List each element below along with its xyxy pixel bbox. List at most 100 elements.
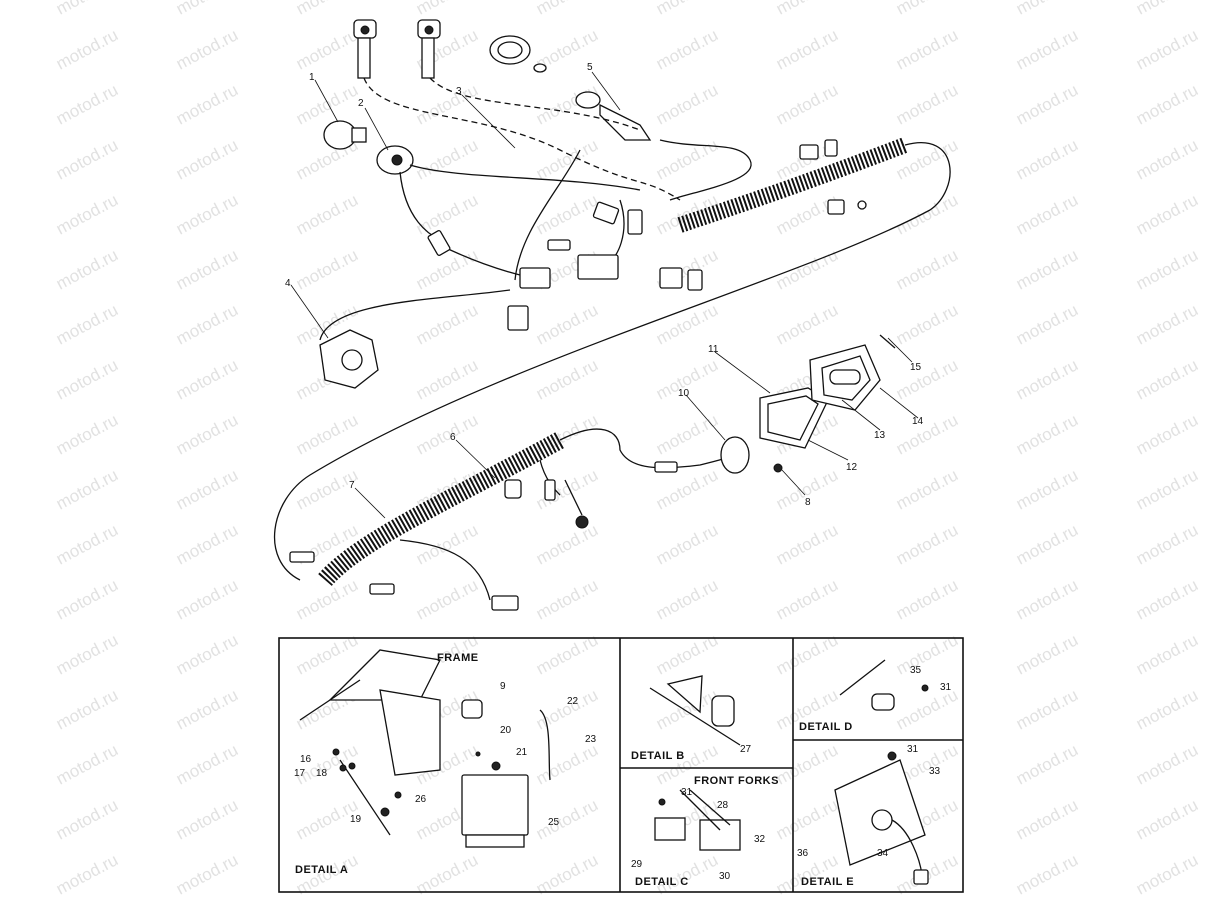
watermark-text: motod.ru (0, 135, 1, 183)
watermark-text: motod.ru (653, 575, 721, 623)
watermark-text: motod.ru (773, 80, 841, 128)
watermark-text: motod.ru (893, 190, 961, 238)
callout-31: 31 (940, 682, 952, 693)
watermark-text: motod.ru (533, 0, 601, 19)
watermark-text: motod.ru (893, 575, 961, 623)
watermark-text: motod.ru (173, 0, 241, 19)
callout-1: 1 (309, 72, 315, 83)
watermark-text: motod.ru (173, 410, 241, 458)
watermark-text: motod.ru (1013, 300, 1081, 348)
watermark-text: motod.ru (653, 0, 721, 19)
detail-c-title: DETAIL C (635, 876, 689, 888)
detail-b: 27 DETAIL B (631, 675, 752, 762)
watermark-text: motod.ru (0, 245, 1, 293)
callouts: 1 2 3 4 5 6 7 8 10 11 12 13 14 15 (285, 62, 924, 519)
watermark-text: motod.ru (53, 575, 121, 623)
watermark-text: motod.ru (173, 630, 241, 678)
watermark-text: motod.ru (1013, 355, 1081, 403)
watermark-text: motod.ru (293, 25, 361, 73)
detail-a-title: DETAIL A (295, 864, 348, 876)
boot-grommet (489, 35, 652, 141)
callout-15: 15 (910, 362, 922, 373)
callout-19: 19 (350, 814, 362, 825)
watermark-text: motod.ru (173, 135, 241, 183)
watermark-text: motod.ru (53, 190, 121, 238)
callout-10: 10 (678, 388, 690, 399)
callout-8: 8 (805, 497, 811, 508)
watermark-text: motod.ru (0, 905, 1, 910)
detail-b-title: DETAIL B (631, 750, 685, 762)
watermark-text: motod.ru (53, 300, 121, 348)
watermark-text: motod.ru (1133, 795, 1201, 843)
watermark-text: motod.ru (173, 245, 241, 293)
watermark-text: motod.ru (653, 520, 721, 568)
watermark-text: motod.ru (173, 465, 241, 513)
watermark-text: motod.ru (1013, 190, 1081, 238)
watermark-text: motod.ru (893, 355, 961, 403)
callout-17: 17 (294, 768, 306, 779)
connector-terminal (507, 305, 529, 331)
watermark-text: motod.ru (413, 410, 481, 458)
watermark-text: motod.ru (533, 300, 601, 348)
watermark-text: motod.ru (53, 0, 121, 19)
watermark-text: motod.ru (653, 135, 721, 183)
watermark-text: motod.ru (1133, 575, 1201, 623)
watermark-text: motod.ru (1013, 630, 1081, 678)
callout-34: 34 (877, 848, 889, 859)
watermark-text: motod.ru (0, 850, 1, 898)
watermark-text: motod.ru (0, 190, 1, 238)
callout-2: 2 (358, 98, 364, 109)
connector-block (577, 254, 619, 280)
watermark-text: motod.ru (893, 410, 961, 458)
watermark-text: motod.ru (1133, 905, 1201, 910)
watermark-text: motod.ru (413, 0, 481, 19)
watermark-text: motod.ru (53, 465, 121, 513)
watermark-text: motod.ru (1013, 0, 1081, 19)
watermark-text: motod.ru (0, 685, 1, 733)
frame-label: FRAME (437, 652, 479, 664)
callout-36: 36 (797, 848, 809, 859)
callout-35: 35 (910, 665, 922, 676)
watermark-text: motod.ru (653, 300, 721, 348)
watermark-text: motod.ru (413, 245, 481, 293)
watermark-text: motod.ru (0, 520, 1, 568)
callout-25: 25 (548, 817, 560, 828)
lamp-socket (376, 145, 414, 175)
watermark-text: motod.ru (53, 245, 121, 293)
watermark-text: motod.ru (1013, 740, 1081, 788)
callout-33: 33 (929, 766, 941, 777)
watermark-text: motod.ru (53, 25, 121, 73)
callout-27: 27 (740, 744, 752, 755)
watermark-text: motod.ru (1133, 465, 1201, 513)
watermark-text: motod.ru (53, 630, 121, 678)
upper-harness (273, 19, 951, 581)
watermark-text: motod.ru (653, 905, 721, 910)
watermark-text: motod.ru (413, 135, 481, 183)
watermark-text: motod.ru (1133, 25, 1201, 73)
watermark-text: motod.ru (533, 685, 601, 733)
watermark-text: motod.ru (1133, 740, 1201, 788)
watermark-text: motod.ru (1133, 685, 1201, 733)
key-left (353, 19, 377, 79)
watermark-text: motod.ru (413, 355, 481, 403)
callout-9: 9 (500, 681, 506, 692)
watermark-text: motod.ru (893, 300, 961, 348)
lamp-bulb (323, 120, 367, 150)
watermark-text: motod.ru (773, 520, 841, 568)
watermark-text: motod.ru (1013, 520, 1081, 568)
watermark-text: motod.ru (173, 575, 241, 623)
watermark-text: motod.ru (1133, 300, 1201, 348)
watermark-text: motod.ru (533, 740, 601, 788)
watermark-text: motod.ru (893, 905, 961, 910)
watermark-text: motod.ru (1133, 520, 1201, 568)
watermark-text: motod.ru (173, 300, 241, 348)
watermark-text: motod.ru (1013, 575, 1081, 623)
callout-23: 23 (585, 734, 597, 745)
watermark-text: motod.ru (173, 795, 241, 843)
watermark-text: motod.ru (1133, 0, 1201, 19)
watermark-text: motod.ru (1133, 135, 1201, 183)
watermark-text: motod.ru (0, 0, 1, 19)
watermark-text: motod.ru (53, 135, 121, 183)
callout-26: 26 (415, 794, 427, 805)
